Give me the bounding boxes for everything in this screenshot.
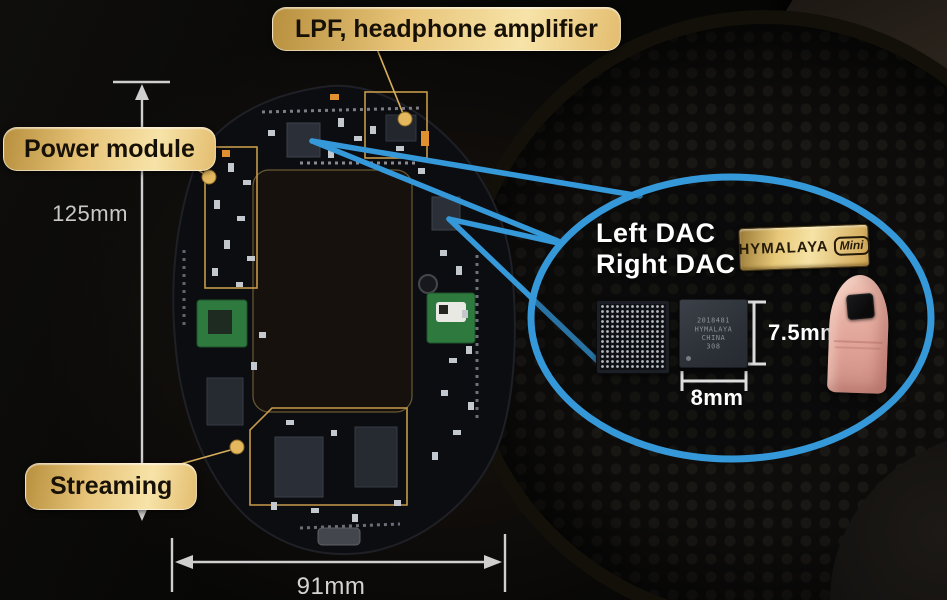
pad-row bbox=[261, 106, 421, 114]
chip-marking-line: HYMALAYA bbox=[694, 324, 733, 333]
dac-chip-top: 2018481 HYMALAYA CHINA 308 bbox=[679, 299, 748, 368]
orange-components bbox=[222, 94, 429, 157]
pcb-center-cutout bbox=[252, 169, 413, 413]
arrow-left-icon bbox=[175, 555, 193, 569]
dac-chip-markings: 2018481 HYMALAYA CHINA 308 bbox=[693, 313, 735, 355]
usb-connector bbox=[317, 527, 361, 546]
gold-anchor-dots bbox=[201, 111, 413, 455]
board-height-dimension: 125mm bbox=[52, 201, 128, 226]
fingertip bbox=[826, 274, 891, 394]
memory-chip bbox=[206, 377, 244, 426]
chip-marking-line: CHINA bbox=[701, 333, 726, 342]
finger-crease bbox=[833, 340, 884, 344]
arrow-right-icon bbox=[484, 555, 502, 569]
soc-chip bbox=[274, 436, 324, 498]
board-width-dimension: 91mm bbox=[296, 573, 366, 600]
pcb-board bbox=[172, 84, 516, 556]
module-chip bbox=[208, 310, 232, 334]
pin1-marker bbox=[686, 356, 691, 361]
magnifier-leader-lines bbox=[309, 138, 643, 370]
passive-components bbox=[212, 118, 474, 522]
hymalaya-mini-badge: HYMALAYA Mini bbox=[738, 223, 870, 272]
streaming-label-text: Streaming bbox=[50, 472, 173, 500]
power-module-label: Power module bbox=[3, 127, 216, 171]
arrow-up-icon bbox=[135, 84, 149, 100]
chip-on-fingertip bbox=[845, 292, 875, 321]
dac-title-line1: Left DAC bbox=[596, 218, 716, 248]
chip-marking-line: 308 bbox=[706, 342, 721, 351]
streaming-region-outline bbox=[249, 407, 408, 506]
power-region-outline bbox=[204, 146, 258, 289]
dimension-91mm-lines bbox=[170, 534, 507, 592]
lpf-amplifier-label: LPF, headphone amplifier bbox=[272, 7, 621, 51]
power-module-label-text: Power module bbox=[24, 134, 195, 163]
flash-chip bbox=[354, 426, 398, 488]
streaming-label: Streaming bbox=[25, 463, 198, 510]
inductor bbox=[418, 274, 438, 294]
dac-title-line2: Right DAC bbox=[596, 249, 736, 279]
dac-callout-title: Left DAC Right DAC bbox=[596, 218, 735, 280]
chip-marking-line: 2018481 bbox=[696, 316, 731, 325]
dac-chip-underside-bga bbox=[597, 301, 669, 373]
pad-row bbox=[299, 522, 401, 530]
finger-crease bbox=[834, 346, 881, 350]
lpf-region-outline bbox=[364, 91, 428, 159]
badge-brand-text: HYMALAYA bbox=[738, 238, 829, 259]
chip-measure-beams bbox=[680, 300, 766, 391]
lpf-amplifier-label-text: LPF, headphone amplifier bbox=[295, 14, 598, 43]
chip-width-dimension: 8mm bbox=[690, 385, 744, 410]
qr-code bbox=[439, 305, 448, 314]
badge-variant-text: Mini bbox=[833, 235, 870, 256]
